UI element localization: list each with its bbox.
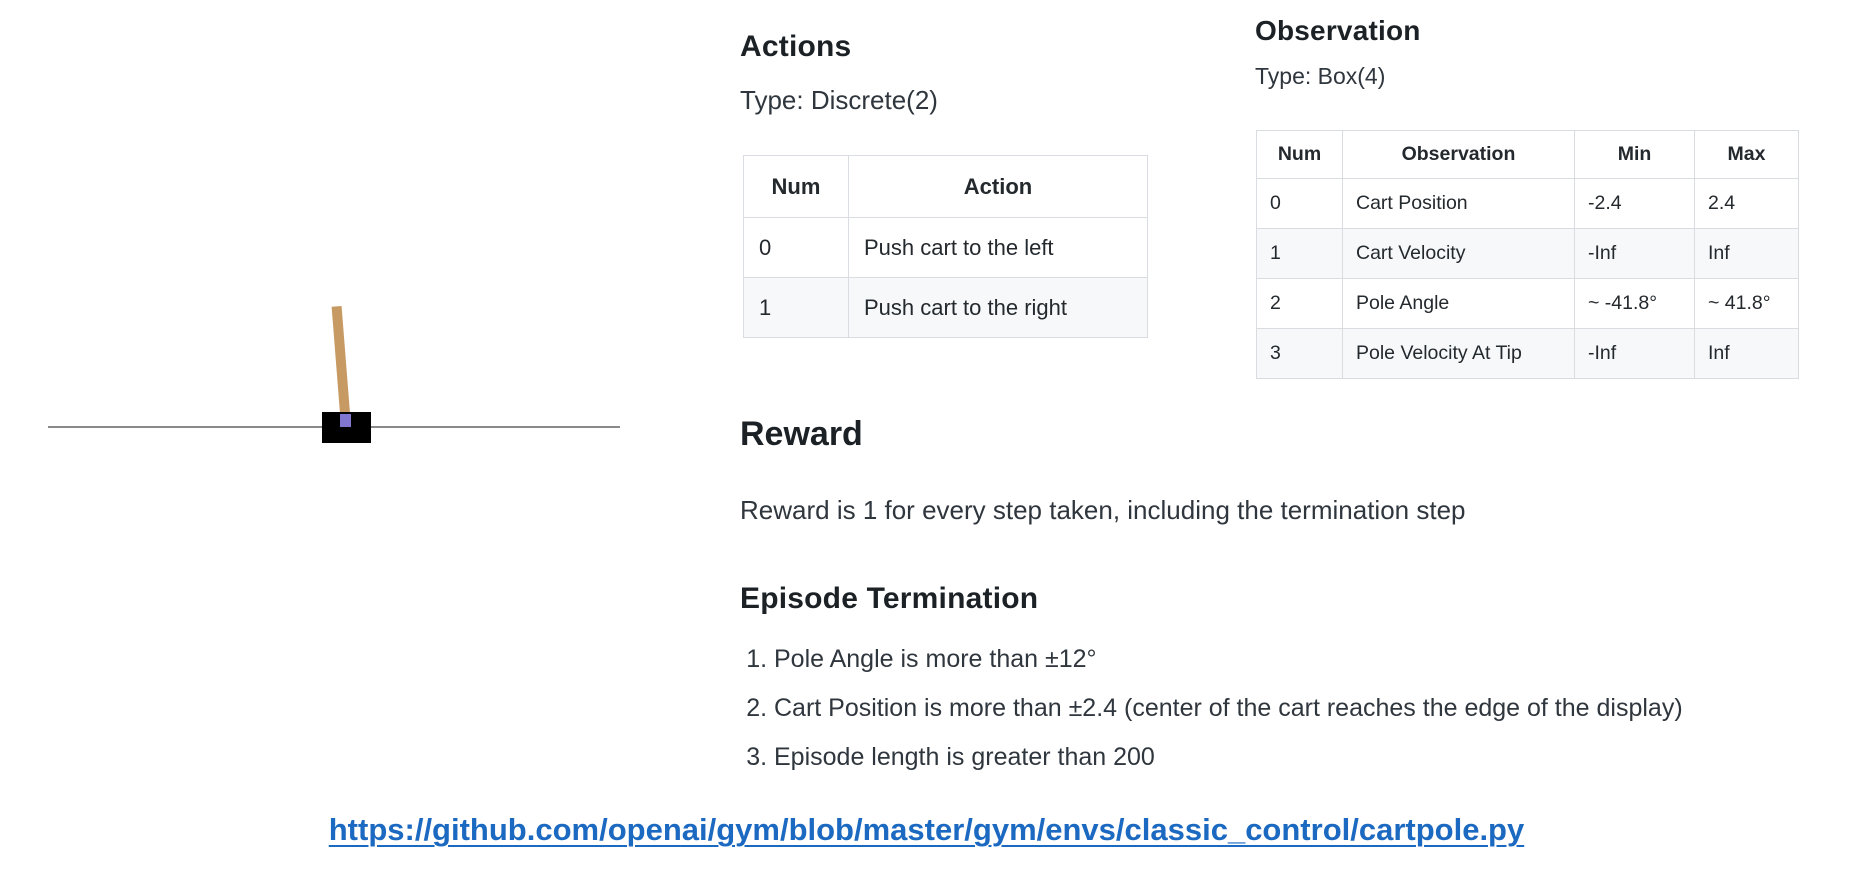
obs-num-cell: 1 [1256, 228, 1343, 279]
obs-max-cell: Inf [1694, 328, 1799, 379]
table-row: 3 Pole Velocity At Tip -Inf Inf [1256, 328, 1799, 379]
observation-table-header-row: Num Observation Min Max [1256, 130, 1799, 179]
table-row: 0 Push cart to the left [743, 217, 1148, 278]
actions-table: Num Action 0 Push cart to the left 1 Pus… [743, 155, 1148, 338]
observation-table: Num Observation Min Max 0 Cart Position … [1256, 130, 1799, 379]
obs-col-num: Num [1256, 130, 1343, 179]
obs-col-max: Max [1694, 130, 1799, 179]
obs-max-cell: Inf [1694, 228, 1799, 279]
table-row: 2 Pole Angle ~ -41.8° ~ 41.8° [1256, 278, 1799, 329]
episode-termination-heading: Episode Termination [740, 582, 1039, 615]
obs-num-cell: 3 [1256, 328, 1343, 379]
list-item: Pole Angle is more than ±12° [774, 645, 1834, 674]
action-num-cell: 0 [743, 217, 849, 278]
reward-text: Reward is 1 for every step taken, includ… [740, 495, 1466, 525]
obs-name-cell: Cart Position [1342, 178, 1575, 229]
observation-heading: Observation [1255, 15, 1421, 46]
actions-col-action: Action [848, 155, 1148, 218]
obs-col-observation: Observation [1342, 130, 1575, 179]
obs-name-cell: Pole Velocity At Tip [1342, 328, 1575, 379]
table-row: 0 Cart Position -2.4 2.4 [1256, 178, 1799, 229]
action-num-cell: 1 [743, 277, 849, 338]
list-item: Cart Position is more than ±2.4 (center … [774, 694, 1834, 723]
table-row: 1 Cart Velocity -Inf Inf [1256, 228, 1799, 279]
reward-heading: Reward [740, 415, 863, 453]
obs-name-cell: Cart Velocity [1342, 228, 1575, 279]
actions-col-num: Num [743, 155, 849, 218]
actions-type-label: Type: Discrete(2) [740, 85, 938, 115]
list-item: Episode length is greater than 200 [774, 743, 1834, 772]
table-row: 1 Push cart to the right [743, 277, 1148, 338]
obs-min-cell: -Inf [1574, 328, 1695, 379]
obs-max-cell: ~ 41.8° [1694, 278, 1799, 329]
actions-heading: Actions [740, 30, 852, 63]
observation-type-label: Type: Box(4) [1255, 63, 1386, 89]
obs-num-cell: 2 [1256, 278, 1343, 329]
source-link-bar: https://github.com/openai/gym/blob/maste… [0, 812, 1853, 848]
obs-name-cell: Pole Angle [1342, 278, 1575, 329]
source-link[interactable]: https://github.com/openai/gym/blob/maste… [328, 812, 1525, 847]
obs-num-cell: 0 [1256, 178, 1343, 229]
obs-max-cell: 2.4 [1694, 178, 1799, 229]
action-desc-cell: Push cart to the right [848, 277, 1148, 338]
action-desc-cell: Push cart to the left [848, 217, 1148, 278]
obs-min-cell: -2.4 [1574, 178, 1695, 229]
obs-min-cell: -Inf [1574, 228, 1695, 279]
obs-min-cell: ~ -41.8° [1574, 278, 1695, 329]
obs-col-min: Min [1574, 130, 1695, 179]
cartpole-axle [340, 414, 351, 427]
episode-termination-list: Pole Angle is more than ±12° Cart Positi… [774, 645, 1834, 792]
cartpole-pole [331, 305, 351, 427]
actions-table-header-row: Num Action [743, 155, 1148, 218]
